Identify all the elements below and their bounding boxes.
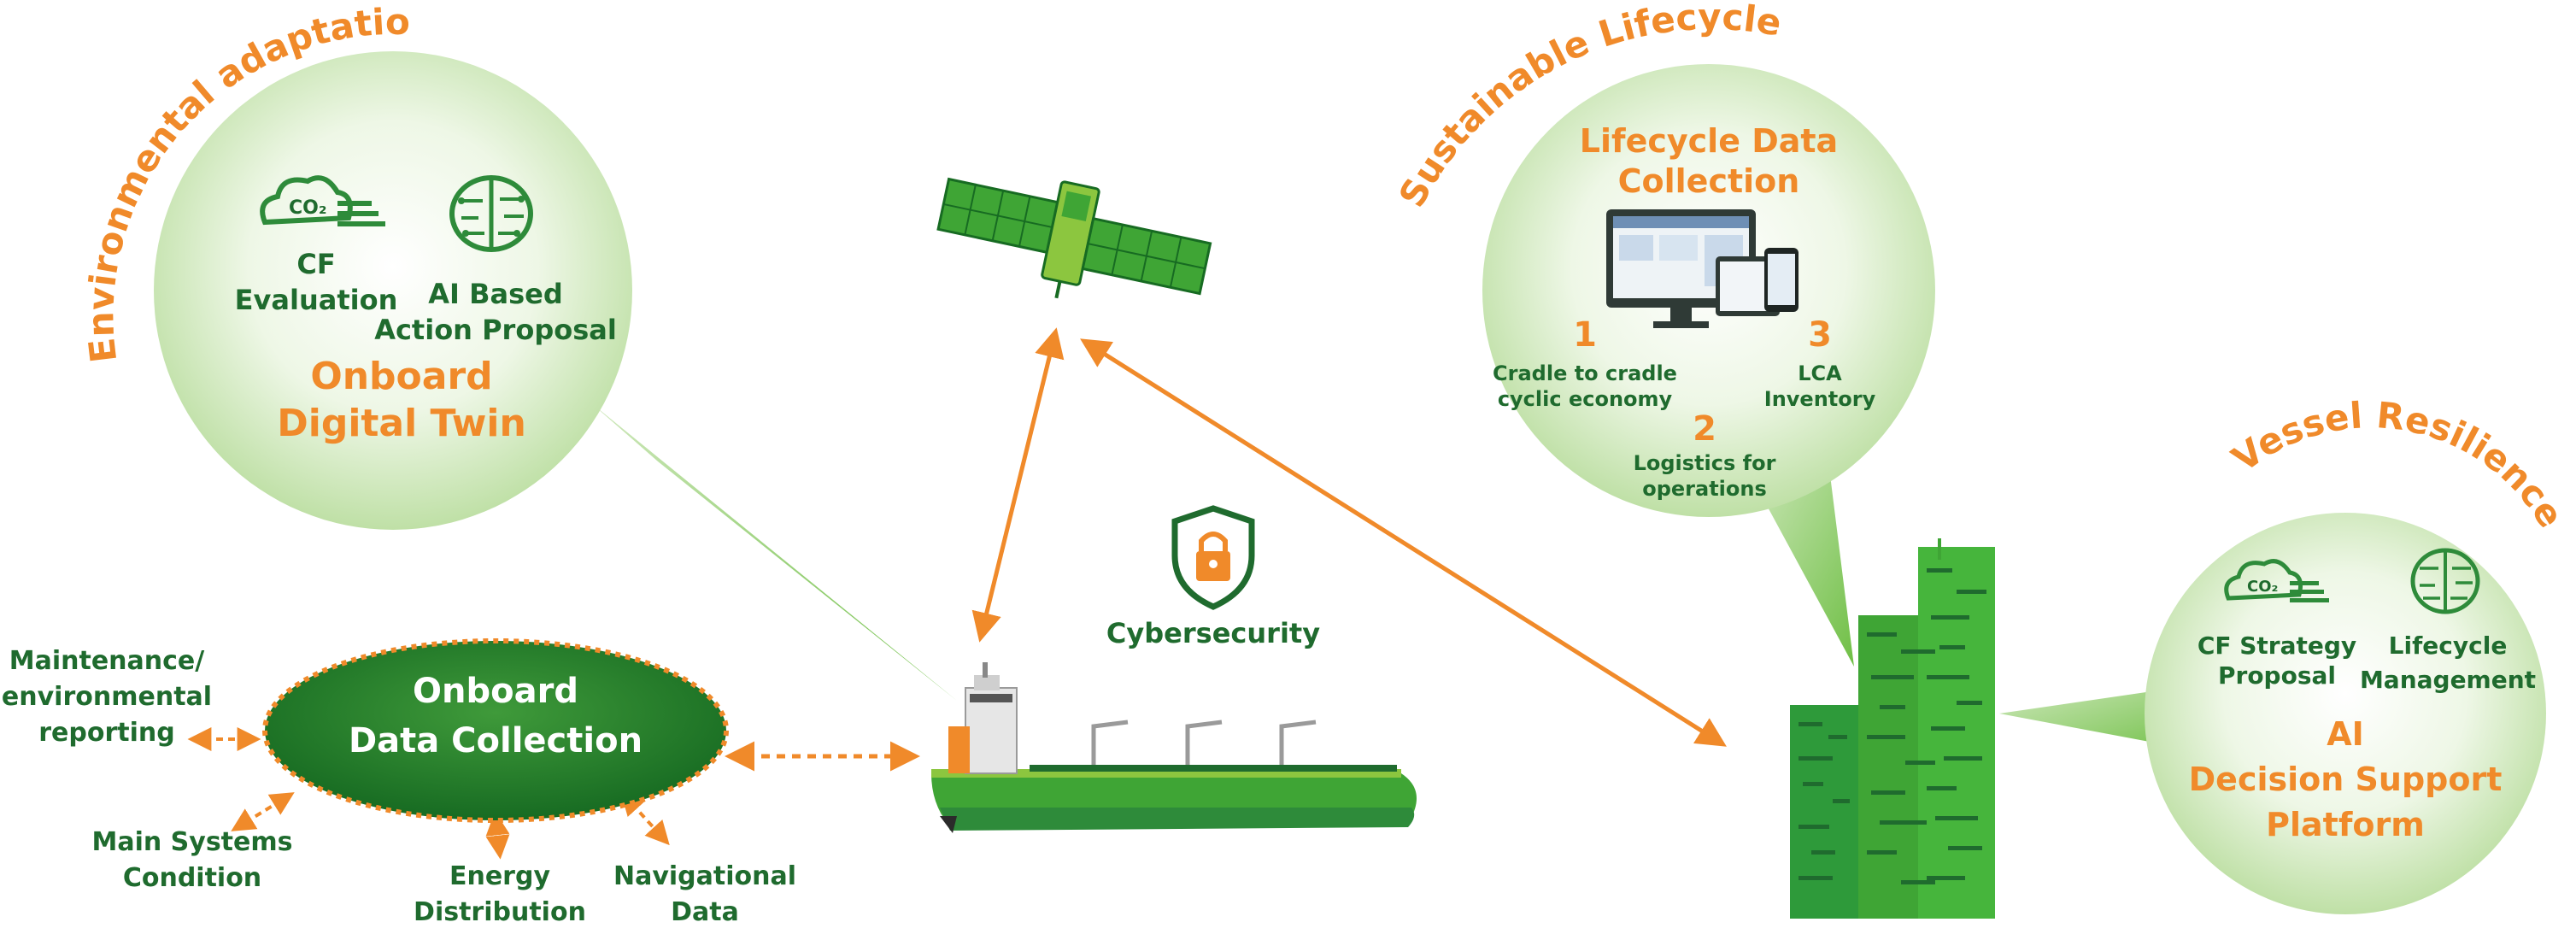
brain-circuit-icon bbox=[449, 175, 533, 252]
ship-satellite-arrow bbox=[971, 327, 1065, 643]
lifecycle-bubble: Lifecycle Data Collection 1 Cradle to cr… bbox=[1482, 64, 1935, 667]
main-systems-line2: Condition bbox=[123, 863, 261, 893]
satellite-icon bbox=[936, 177, 1212, 299]
lifecycle-item1-line2: cyclic economy bbox=[1498, 387, 1673, 411]
lifecycle-title-line2: Collection bbox=[1618, 162, 1800, 200]
navigational-line2: Data bbox=[671, 897, 739, 927]
building-icon bbox=[1790, 538, 1995, 919]
twin-title-line1: Onboard bbox=[310, 355, 492, 398]
cybersecurity-label: Cybersecurity bbox=[1106, 617, 1320, 649]
collection-title-line2: Data Collection bbox=[349, 721, 643, 761]
collection-title-line1: Onboard bbox=[413, 672, 578, 711]
ship-icon bbox=[931, 662, 1417, 833]
lifecycle-item3-line2: Inventory bbox=[1764, 387, 1876, 411]
lifecycle-item2-line2: operations bbox=[1642, 477, 1767, 501]
decision-support-bubble: CO₂ CF Strategy Proposal Lifecycle Manag… bbox=[1999, 513, 2546, 914]
lifecycle-bubble-tail bbox=[1743, 461, 1854, 667]
vessel-resilience-label: Vessel Resilience bbox=[2224, 394, 2572, 535]
navigational-line1: Navigational bbox=[613, 861, 796, 891]
lifecycle-item3-line1: LCA bbox=[1798, 361, 1842, 385]
decision-support-bubble-circle bbox=[2145, 513, 2546, 914]
onboard-data-collection: Onboard Data Collection bbox=[262, 638, 729, 823]
decision-lm-line1: Lifecycle bbox=[2389, 631, 2508, 660]
maintenance-line3: reporting bbox=[38, 718, 174, 748]
decision-cf-line2: Proposal bbox=[2218, 661, 2336, 690]
lifecycle-item3-num: 3 bbox=[1808, 315, 1832, 355]
lifecycle-item1-line1: Cradle to cradle bbox=[1493, 361, 1677, 385]
energy-line1: Energy bbox=[449, 861, 550, 891]
lifecycle-item1-num: 1 bbox=[1573, 315, 1597, 355]
main-systems-line1: Main Systems bbox=[91, 827, 292, 857]
brain-circuit-icon bbox=[2410, 548, 2480, 614]
lifecycle-title-line1: Lifecycle Data bbox=[1580, 122, 1838, 160]
decision-cf-line1: CF Strategy bbox=[2198, 631, 2356, 660]
energy-arrow bbox=[485, 811, 510, 860]
twin-ai-line1: AI Based bbox=[428, 278, 562, 310]
twin-cf-line2: Evaluation bbox=[235, 284, 398, 316]
navigational-arrow bbox=[620, 790, 670, 846]
co2-cloud-icon: CO₂ bbox=[2224, 559, 2329, 602]
digital-twin-bubble: CO₂ CF Evaluation AI Based Action Propos… bbox=[154, 51, 957, 701]
lifecycle-item2-num: 2 bbox=[1693, 409, 1716, 449]
maintenance-line2: environmental bbox=[2, 682, 212, 712]
lifecycle-item2-line1: Logistics for bbox=[1634, 451, 1776, 475]
twin-cf-line1: CF bbox=[296, 248, 335, 280]
twin-title-line2: Digital Twin bbox=[277, 402, 526, 445]
decision-lm-line2: Management bbox=[2360, 666, 2536, 694]
decision-title-line1: AI bbox=[2327, 715, 2364, 753]
decision-title-line3: Platform bbox=[2266, 806, 2425, 843]
decision-title-line2: Decision Support bbox=[2189, 761, 2503, 798]
twin-ai-line2: Action Proposal bbox=[374, 314, 617, 346]
svg-text:CO₂: CO₂ bbox=[289, 197, 326, 219]
energy-line2: Distribution bbox=[414, 897, 586, 927]
satellite-shore-arrow bbox=[1080, 338, 1727, 747]
svg-text:CO₂: CO₂ bbox=[2247, 578, 2278, 596]
digital-twin-bubble-tail bbox=[590, 402, 957, 701]
digital-twin-bubble-circle bbox=[154, 51, 632, 530]
devices-icon bbox=[1606, 209, 1799, 328]
main-systems-arrow bbox=[231, 792, 295, 831]
maintenance-line1: Maintenance/ bbox=[9, 646, 205, 676]
shield-lock-icon bbox=[1171, 505, 1255, 610]
co2-cloud-icon: CO₂ bbox=[260, 175, 385, 226]
